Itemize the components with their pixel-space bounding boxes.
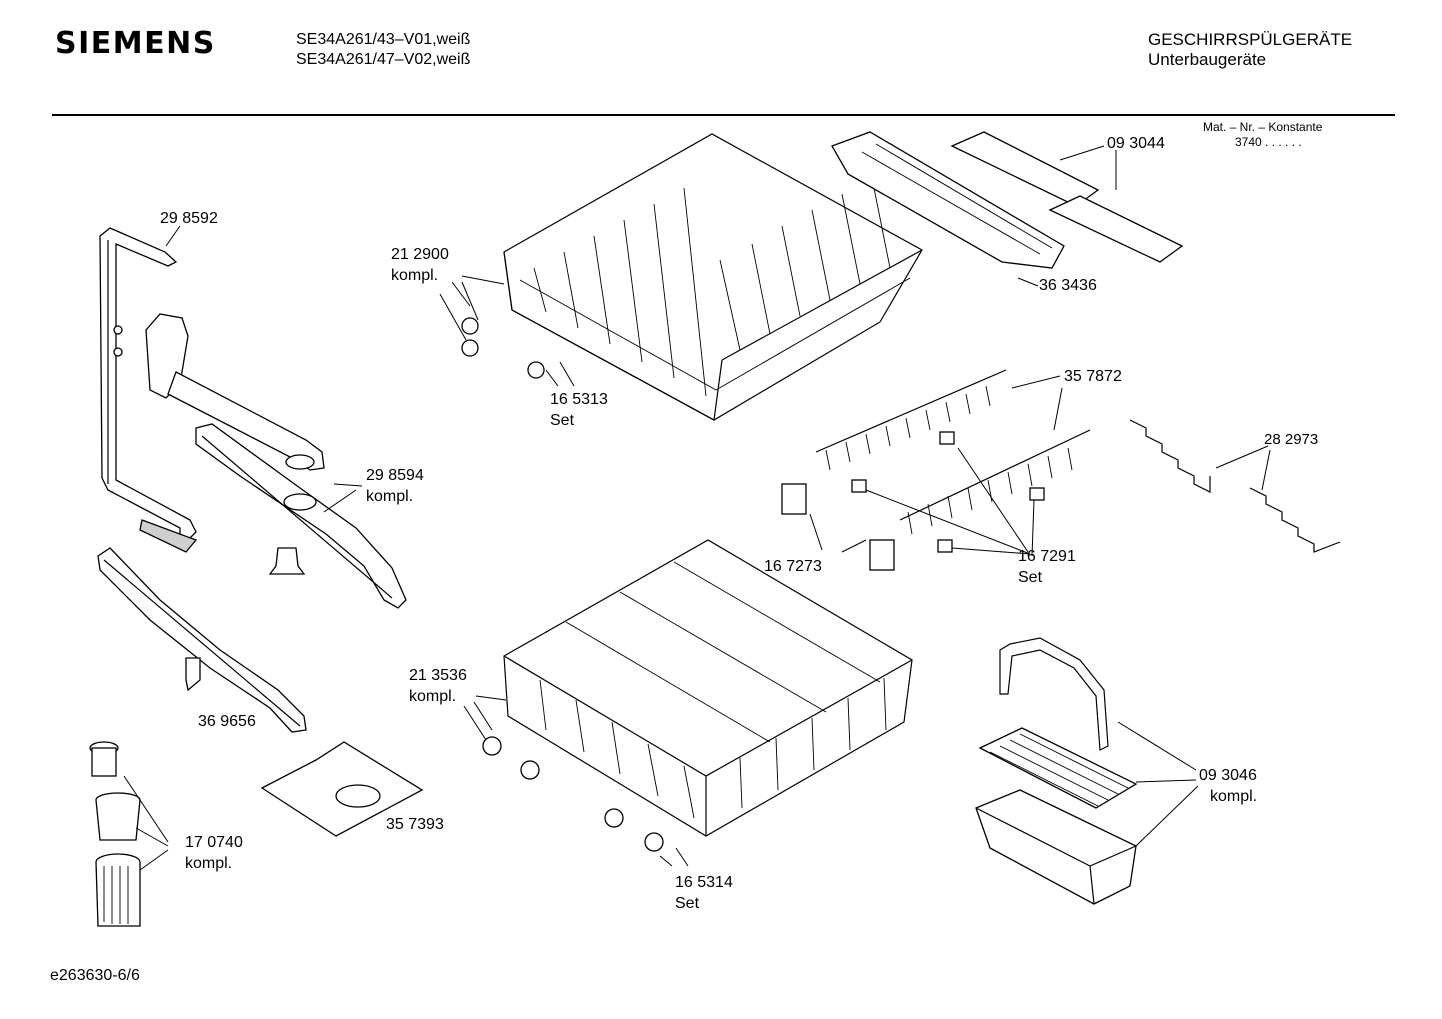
model-line: SE34A261/47–V02,weiß (296, 51, 471, 68)
part-label: 29 8592 (160, 208, 218, 229)
part-label: 35 7872 (1064, 366, 1122, 387)
nozzle-piece (268, 547, 306, 575)
part-number: 28 2973 (1264, 431, 1319, 448)
upper-spray-arm (195, 423, 407, 609)
part-note: kompl. (366, 488, 414, 505)
material-number-block: Mat. – Nr. – Konstante 3740 . . . . . . (1203, 120, 1322, 150)
part-number: 36 3436 (1039, 277, 1097, 294)
part-number: 09 3046 (1199, 767, 1257, 784)
part-label: 36 3436 (1039, 275, 1097, 296)
tine-rows (815, 369, 1091, 535)
filter-set (89, 741, 141, 927)
header-divider (52, 114, 1395, 116)
category-title: GESCHIRRSPÜLGERÄTE (1148, 30, 1353, 49)
drawing-reference: e263630-6/6 (50, 967, 140, 984)
cutlery-basket (975, 637, 1138, 905)
part-number: 16 7291 (1018, 548, 1076, 565)
part-number: 16 5314 (675, 874, 733, 891)
model-list: SE34A261/43–V01,weiß SE34A261/47–V02,wei… (296, 30, 470, 70)
upper-basket (461, 133, 923, 421)
material-number-value: 3740 . . . . . . (1235, 135, 1302, 149)
part-label: 29 8594 kompl. (366, 465, 424, 507)
category-subtitle: Unterbaugeräte (1148, 50, 1267, 69)
upper-spray-arm-pipe (145, 313, 325, 471)
part-number: 29 8592 (160, 210, 218, 227)
part-note: Set (1018, 569, 1043, 586)
part-label: 35 7393 (386, 814, 444, 835)
lower-basket (482, 539, 913, 852)
part-note: Set (550, 412, 575, 429)
part-label: 28 2973 (1264, 429, 1318, 450)
part-note: Set (675, 895, 700, 912)
part-note: kompl. (185, 855, 233, 872)
lower-spray-arm (97, 547, 307, 733)
brand-logo: SIEMENS (55, 26, 216, 61)
part-number: 16 7273 (764, 558, 822, 575)
part-label: 36 9656 (198, 711, 256, 732)
part-note: kompl. (391, 267, 439, 284)
leader-lines (123, 145, 1271, 871)
part-label: 21 2900 kompl. (391, 244, 449, 286)
part-note: kompl. (1210, 788, 1258, 805)
category-block: GESCHIRRSPÜLGERÄTE Unterbaugeräte (1148, 30, 1352, 70)
part-label: 09 3044 (1107, 133, 1165, 154)
cutlery-tray (831, 131, 1184, 269)
part-number: 35 7393 (386, 816, 444, 833)
model-line: SE34A261/43–V01,weiß (296, 31, 471, 48)
part-note: kompl. (409, 688, 457, 705)
part-number: 21 3536 (409, 667, 467, 684)
part-label: 17 0740 kompl. (185, 832, 243, 874)
part-label: 21 3536 kompl. (409, 665, 467, 707)
part-label: 16 7273 (764, 556, 822, 577)
filter-plate (260, 741, 424, 837)
spray-arm-supply-tube (99, 227, 198, 553)
part-number: 21 2900 (391, 246, 449, 263)
material-number-label: Mat. – Nr. – Konstante (1203, 120, 1323, 134)
part-number: 35 7872 (1064, 368, 1122, 385)
stair-inserts (1129, 419, 1341, 553)
part-number: 09 3044 (1107, 135, 1165, 152)
part-label: 09 3046 kompl. (1199, 765, 1257, 807)
part-number: 17 0740 (185, 834, 243, 851)
part-number: 16 5313 (550, 391, 608, 408)
clips (781, 431, 1045, 571)
part-number: 36 9656 (198, 713, 256, 730)
part-number: 29 8594 (366, 467, 424, 484)
